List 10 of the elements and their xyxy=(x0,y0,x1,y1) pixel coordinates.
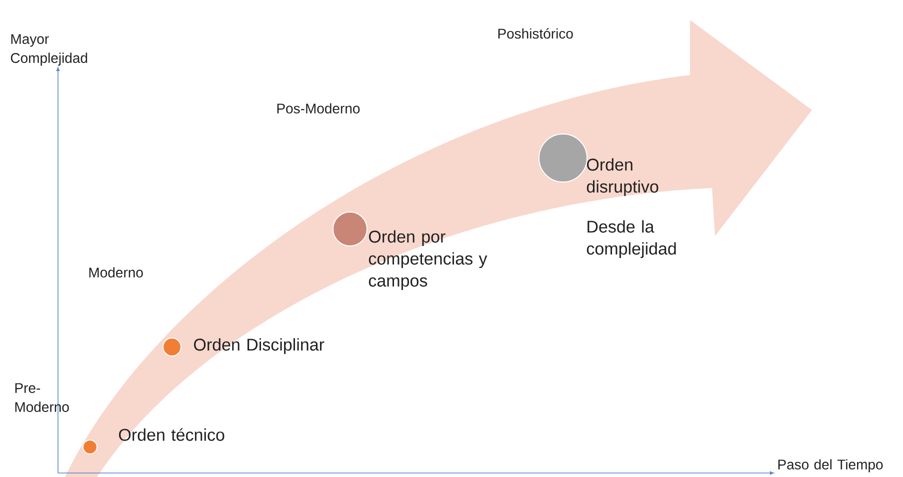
milestone-label: Orden Disciplinar xyxy=(194,338,324,354)
milestone-label: Desde la complejidad xyxy=(586,220,676,258)
era-label: Pos-Moderno xyxy=(277,103,360,114)
axis-label: Mayor Complejidad xyxy=(10,34,88,66)
milestone-label: Orden disruptivo xyxy=(586,158,658,196)
era-label: Moderno xyxy=(89,267,143,278)
axis-label: Paso del Tiempo xyxy=(778,459,883,472)
milestone-label: Orden por competencias y campos xyxy=(368,230,488,290)
era-label: Poshistórico xyxy=(498,28,573,39)
milestone-label: Orden técnico xyxy=(119,428,224,441)
